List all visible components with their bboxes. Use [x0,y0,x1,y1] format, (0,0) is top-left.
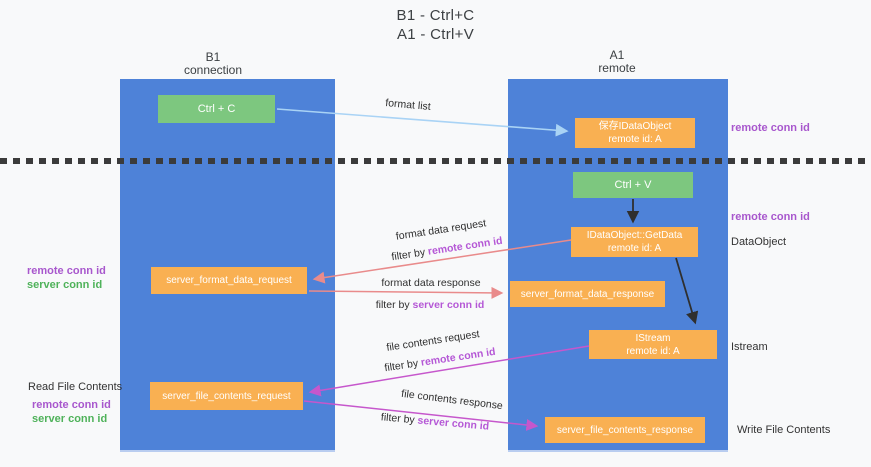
node-getdata-line2: remote id: A [607,243,662,254]
diagram-title-line1: B1 - Ctrl+C [396,7,475,24]
lane-a1-name: A1 [609,48,625,62]
lane-b1-name: B1 [205,50,221,64]
annotation-read-file-contents: Read File Contents [28,381,123,393]
annotation-dataobject: DataObject [731,236,787,248]
annotation-write-file-contents: Write File Contents [737,424,831,436]
annotation-left-server-conn-id-bottom: server conn id [32,413,108,425]
annotation-istream: Istream [731,341,768,353]
node-istream: IStream remote id: A [589,330,717,359]
edge-label-file-contents-response-filter: filter by server conn id [380,411,490,433]
lane-b1-subtitle: connection [183,63,243,77]
separator-dashed-line [0,158,871,164]
node-ctrl-v: Ctrl + V [573,172,693,198]
annotation-left-remote-conn-id-mid: remote conn id [27,265,106,277]
node-istream-line1: IStream [635,332,671,344]
node-getdata-line1: IDataObject::GetData [586,230,683,241]
edge-label-file-contents-response: file contents response [400,387,504,413]
lane-a1-subtitle: remote [598,61,636,75]
node-save-idataobject: 保存IDataObject remote id: A [575,118,695,148]
annotation-left-remote-conn-id-bottom: remote conn id [32,399,111,411]
edge-label-format-data-response-filter: filter by server conn id [375,299,485,311]
node-server-format-data-request: server_format_data_request [151,267,307,294]
node-save-idataobject-line2: remote id: A [608,134,662,145]
node-ctrl-c: Ctrl + C [158,95,275,123]
edge-label-format-data-response: format data response [381,277,481,289]
annotation-remote-conn-id-mid: remote conn id [731,211,810,223]
arrow-format-request-to-response [308,286,504,299]
node-save-idataobject-line1: 保存IDataObject [598,121,672,132]
diagram-title-line2: A1 - Ctrl+V [396,26,475,43]
edge-label-format-list: format list [384,97,432,113]
node-idataobject-getdata: IDataObject::GetData remote id: A [571,227,698,257]
node-server-file-contents-response: server_file_contents_response [545,417,705,443]
lane-header-b1: B1 connection [143,51,283,77]
annotation-left-server-conn-id-mid: server conn id [27,279,103,291]
annotation-remote-conn-id-top: remote conn id [731,122,810,134]
node-server-format-data-response: server_format_data_response [510,281,665,307]
node-istream-line2: remote id: A [626,345,680,357]
node-server-file-contents-request: server_file_contents_request [150,382,303,410]
lane-header-a1: A1 remote [547,49,687,75]
